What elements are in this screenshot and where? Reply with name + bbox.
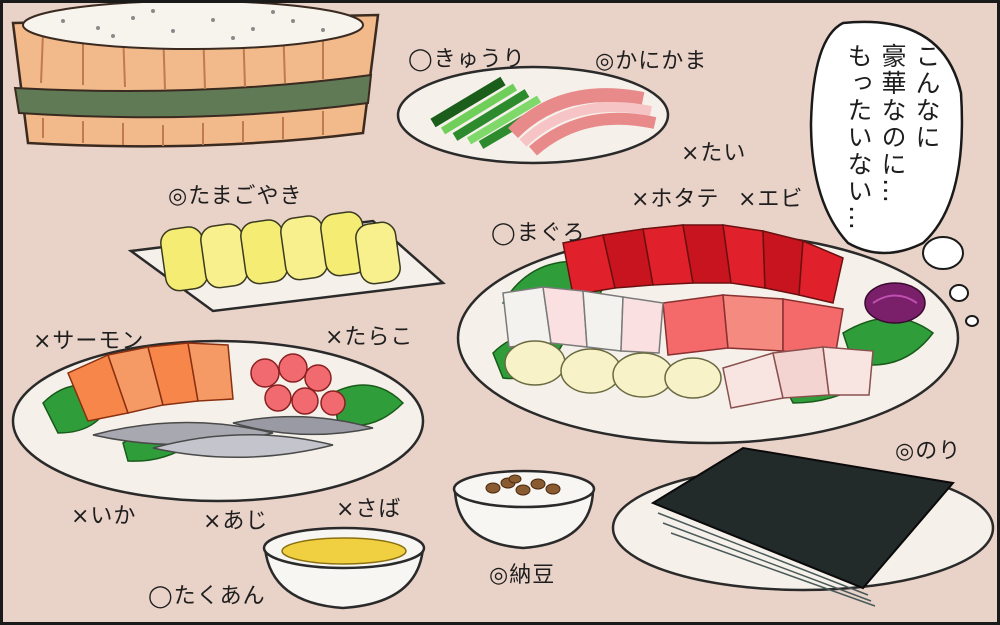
label-ebi: ×エビ [738,187,804,212]
label-saba: ×さば [336,497,402,522]
salmon-plate [11,339,425,503]
label-natto: ◎納豆 [489,563,556,588]
label-kanikama: ◎かにかま [595,49,708,74]
label-ika: ×いか [71,504,137,529]
cucumber-kanikama-plate [396,65,670,165]
label-kyuuri: ◯きゅうり [408,47,526,72]
label-nori: ◎のり [895,439,962,464]
tamagoyaki-plate [127,211,446,313]
label-maguro: ◯まぐろ [491,221,586,246]
nori-plate [611,446,995,607]
bubble-line-2: 豪華なのに… [878,43,907,205]
bubble-line-1: こんなに [912,43,941,151]
label-tamagoyaki: ◎たまごやき [168,184,303,209]
sashimi-plate [456,224,960,445]
thought-bubble [809,20,979,327]
sushi-rice-tub [11,3,380,148]
bubble-line-3: もったいない… [844,43,873,232]
label-salmon: ×サーモン [33,329,145,354]
label-tarako: ×たらこ [325,325,414,350]
label-tai: ×たい [681,141,747,166]
label-aji: ×あじ [203,509,269,534]
food-illustration [11,3,995,610]
natto-bowl [452,469,596,550]
label-hotate: ×ホタテ [631,187,720,212]
takuan-bowl [262,526,426,610]
label-takuan: ◯たくあん [148,584,266,609]
thought-bubble-text: こんなに 豪華なのに… もったいない… [841,43,943,243]
